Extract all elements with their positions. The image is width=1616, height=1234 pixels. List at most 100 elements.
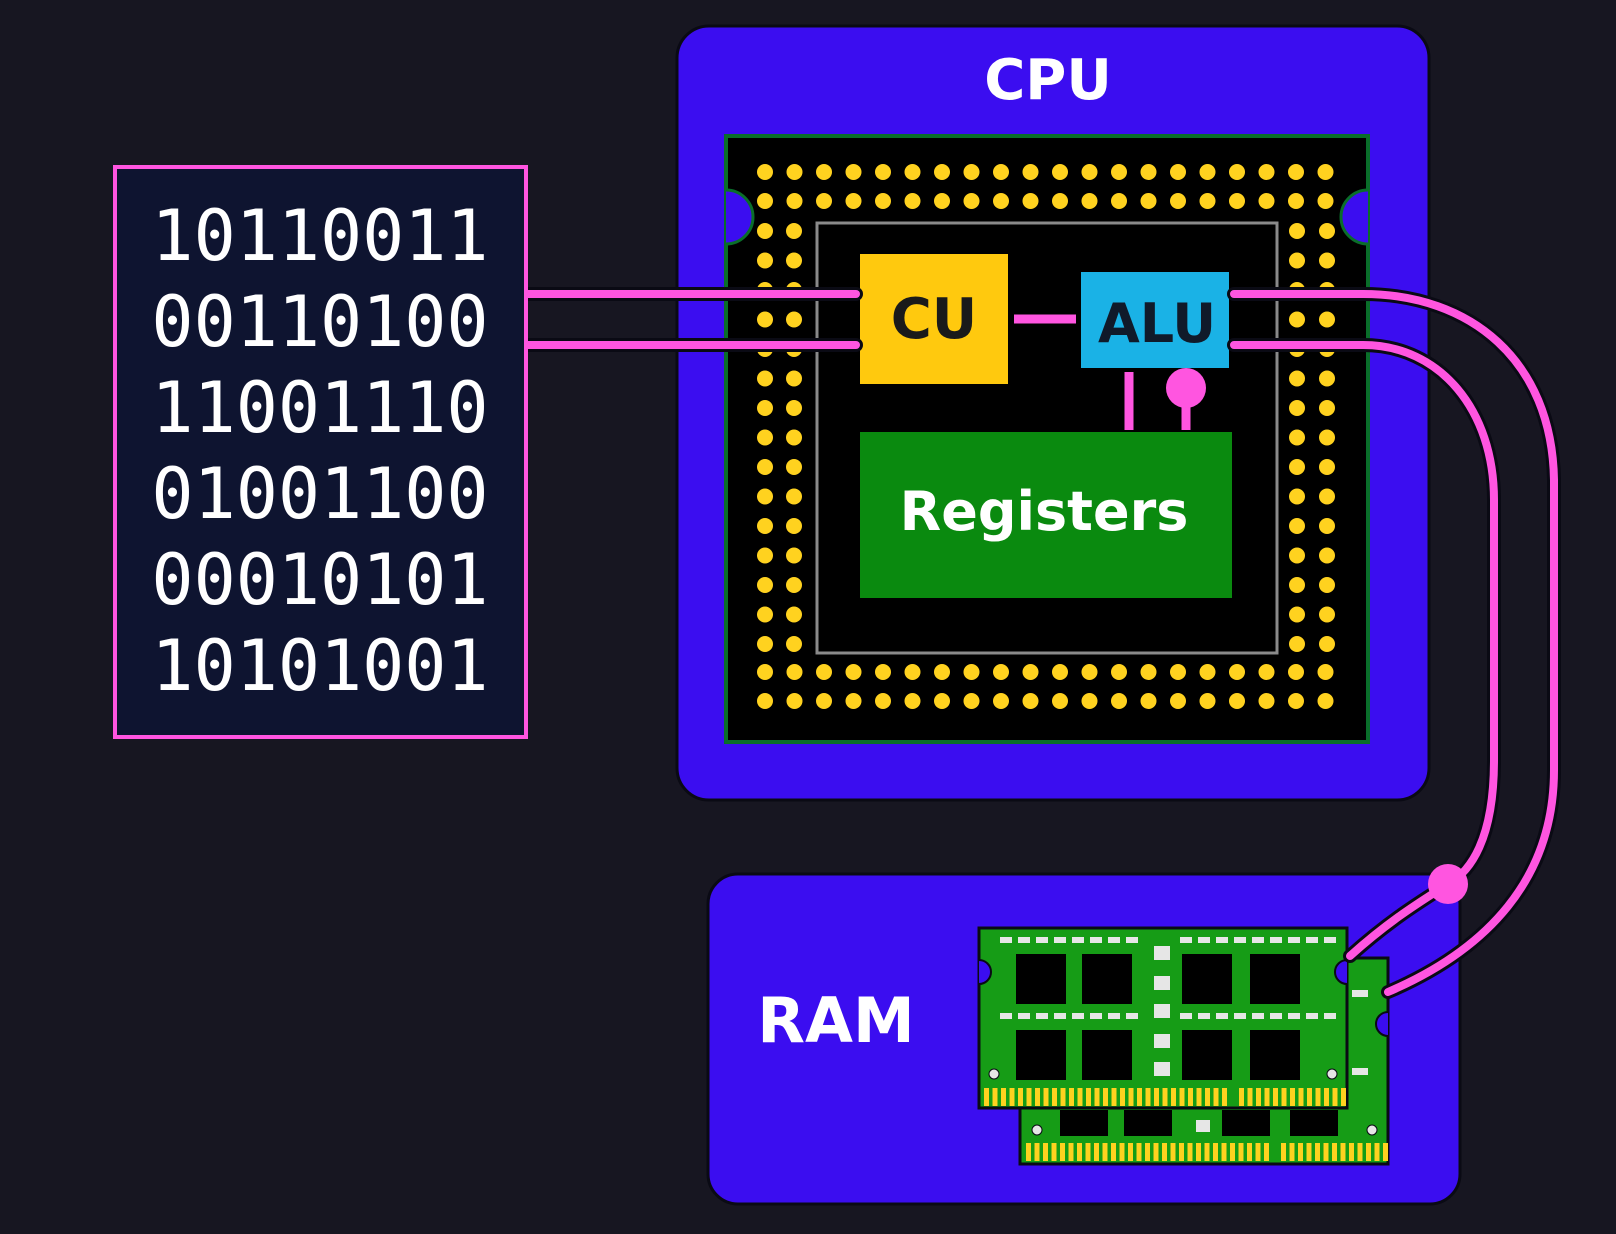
cpu-pin bbox=[1052, 193, 1068, 209]
cpu-pin bbox=[1081, 193, 1098, 209]
cpu-pin bbox=[786, 252, 802, 269]
cpu-pin bbox=[934, 193, 950, 209]
cpu-pin bbox=[1319, 636, 1335, 652]
cpu-pin bbox=[1111, 664, 1127, 680]
cpu-pin bbox=[757, 429, 773, 446]
cpu-pin bbox=[845, 164, 862, 180]
cpu-label: CPU bbox=[984, 48, 1112, 113]
cpu-pin bbox=[1319, 370, 1335, 387]
cpu-pin bbox=[993, 693, 1009, 709]
cpu-pin bbox=[875, 664, 891, 680]
cpu-pin bbox=[1140, 693, 1157, 709]
cpu-pin bbox=[757, 164, 773, 180]
registers: Registers bbox=[860, 432, 1232, 598]
cpu-pin bbox=[816, 164, 832, 180]
cpu-pin bbox=[1317, 164, 1334, 180]
cpu-pin bbox=[1289, 311, 1305, 328]
cpu-pin bbox=[786, 606, 802, 623]
cpu-pin bbox=[1289, 518, 1305, 534]
memory-chip bbox=[1016, 954, 1066, 1004]
cpu-pin bbox=[875, 693, 891, 709]
cpu-pin bbox=[1229, 164, 1245, 180]
cpu-pin bbox=[757, 636, 773, 652]
cpu-pin bbox=[757, 664, 773, 680]
cpu-pin bbox=[786, 488, 802, 505]
cpu-pin bbox=[757, 223, 773, 239]
cpu-pin bbox=[786, 459, 802, 475]
cpu-pin bbox=[1289, 370, 1305, 387]
cpu-pin bbox=[1081, 664, 1098, 680]
cpu-pin bbox=[1170, 693, 1186, 709]
cpu-pin bbox=[1317, 664, 1334, 680]
cpu-pin bbox=[963, 693, 980, 709]
cpu-pin bbox=[1289, 252, 1305, 269]
cpu-pin bbox=[1288, 664, 1304, 680]
alu-register-node bbox=[1166, 368, 1206, 408]
cpu-die-outline bbox=[815, 221, 1279, 655]
ram-panel: RAM bbox=[706, 872, 1462, 1206]
cpu-pin bbox=[1258, 664, 1275, 680]
cpu-pin bbox=[1319, 252, 1335, 269]
cpu-pin bbox=[1022, 664, 1039, 680]
memory-chip bbox=[1182, 1030, 1232, 1080]
cpu-pin bbox=[1289, 459, 1305, 475]
memory-chip bbox=[1182, 954, 1232, 1004]
cpu-pin bbox=[1229, 193, 1245, 209]
cpu-pin bbox=[934, 664, 950, 680]
cpu-pin bbox=[757, 547, 773, 564]
cpu-pin bbox=[1319, 606, 1335, 623]
cpu-pin bbox=[1170, 164, 1186, 180]
cpu-pin bbox=[816, 664, 832, 680]
cpu-pin bbox=[1258, 193, 1275, 209]
cpu-pin bbox=[1199, 664, 1216, 680]
alu-label: ALU bbox=[1098, 292, 1216, 355]
cpu-pin bbox=[1288, 164, 1304, 180]
cpu-pin bbox=[1319, 488, 1335, 505]
cpu-pin bbox=[1140, 193, 1157, 209]
cpu-pin bbox=[786, 311, 802, 328]
cpu-pin bbox=[1052, 664, 1068, 680]
cpu-pin bbox=[1319, 577, 1335, 593]
cpu-pin bbox=[904, 664, 921, 680]
memory-chip bbox=[1082, 1030, 1132, 1080]
cpu-pin bbox=[1170, 664, 1186, 680]
cpu-pin bbox=[1319, 400, 1335, 416]
cpu-pin bbox=[845, 664, 862, 680]
cpu-pin bbox=[1288, 193, 1304, 209]
cpu-pin bbox=[816, 693, 832, 709]
cpu-pin bbox=[904, 193, 921, 209]
cpu-pin bbox=[1140, 664, 1157, 680]
cpu-pin bbox=[963, 193, 980, 209]
control-unit: CU bbox=[860, 254, 1008, 384]
cpu-pin bbox=[1022, 693, 1039, 709]
cpu-package: CPU CU ALU Reg bbox=[675, 24, 1431, 802]
cpu-pin bbox=[1289, 488, 1305, 505]
cpu-pin bbox=[1319, 311, 1335, 328]
cpu-pin bbox=[786, 577, 802, 593]
cpu-pin bbox=[786, 664, 803, 680]
binary-line-4: 01001100 bbox=[151, 453, 488, 535]
cpu-pin bbox=[1319, 429, 1335, 446]
cpu-pin bbox=[1289, 636, 1305, 652]
cpu-pin bbox=[757, 606, 773, 623]
cpu-pin bbox=[1288, 693, 1304, 709]
cpu-pin bbox=[1289, 429, 1305, 446]
memory-chip bbox=[1016, 1030, 1066, 1080]
cpu-pin bbox=[1052, 693, 1068, 709]
cpu-pin bbox=[993, 664, 1009, 680]
cpu-pin bbox=[845, 693, 862, 709]
cpu-pin bbox=[1081, 693, 1098, 709]
cpu-pin bbox=[1319, 518, 1335, 534]
wire-alu-to-ram-inner bbox=[1227, 338, 1501, 963]
cpu-pin bbox=[757, 370, 773, 387]
cpu-pin bbox=[1317, 193, 1334, 209]
binary-data-panel: 10110011 00110100 11001110 01001100 0001… bbox=[113, 165, 528, 739]
cpu-pin bbox=[963, 164, 980, 180]
cpu-pin bbox=[786, 693, 803, 709]
cpu-pin bbox=[875, 193, 891, 209]
cpu-pin bbox=[1289, 547, 1305, 564]
cpu-pin bbox=[845, 193, 862, 209]
cpu-pin bbox=[1140, 164, 1157, 180]
cpu-pin bbox=[786, 370, 802, 387]
binary-line-6: 10101001 bbox=[151, 625, 488, 707]
